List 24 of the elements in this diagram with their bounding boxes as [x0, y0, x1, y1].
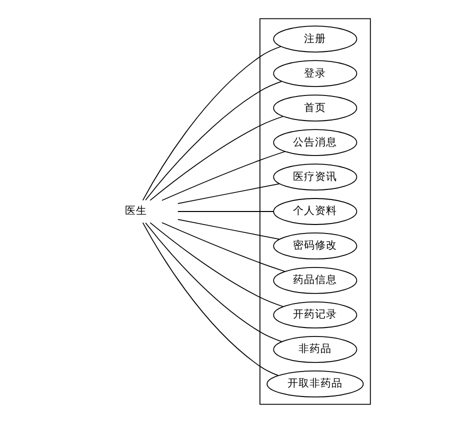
- connector: [142, 46, 282, 201]
- connector: [142, 222, 279, 376]
- node-ellipse: 非药品: [273, 336, 358, 363]
- node-ellipse: 药品信息: [273, 267, 358, 294]
- node-ellipse: 首页: [273, 94, 358, 122]
- node-text: 医生: [125, 204, 148, 218]
- node-ellipse: 登录: [273, 60, 358, 87]
- connector: [150, 116, 284, 201]
- connector: [162, 222, 286, 272]
- node-ellipse: 注册: [273, 26, 358, 52]
- connector: [145, 222, 282, 342]
- cluster: [259, 18, 371, 405]
- connector: [150, 222, 284, 307]
- connector: [162, 151, 286, 201]
- node-ellipse: 密码修改: [273, 232, 358, 260]
- node-ellipse: 公告消息: [273, 129, 358, 156]
- connector: [177, 219, 280, 240]
- connector: [145, 81, 282, 201]
- node-ellipse: 开取非药品: [266, 370, 364, 398]
- connector: [177, 211, 274, 212]
- connector: [177, 183, 280, 204]
- node-ellipse: 个人资料: [273, 198, 358, 225]
- node-ellipse: 医疗资讯: [273, 164, 358, 190]
- node-ellipse: 开药记录: [273, 302, 358, 328]
